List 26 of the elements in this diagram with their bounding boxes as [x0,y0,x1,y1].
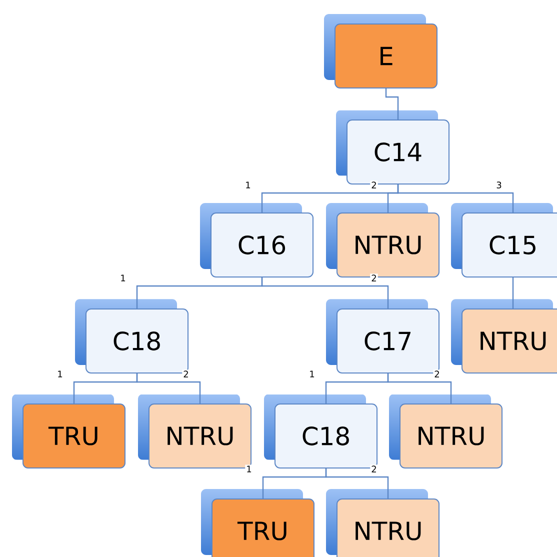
edge-label: 3 [495,180,503,190]
edge-label: 1 [308,370,316,378]
org-chart-box: C15 [462,212,557,278]
edge-label: 2 [433,370,441,378]
edge-label: 1 [56,370,64,378]
edge-label: 2 [182,370,190,378]
edge-label: 2 [370,180,378,190]
connector-line [261,278,389,308]
org-chart-box: E [334,24,438,88]
org-chart-box: NTRU [336,498,440,557]
edge-label: 2 [370,464,378,474]
edge-label: 2 [370,274,378,282]
org-chart-box: NTRU [462,308,557,374]
edge-label: 1 [245,464,253,474]
edge-label: 1 [244,180,252,190]
connector-line [325,468,389,498]
org-chart-box: TRU [212,498,314,557]
connector-line [385,88,399,120]
org-chart-box: C16 [210,212,314,278]
connector-line [397,184,514,212]
org-chart-box: NTRU [400,404,502,468]
org-chart-box: TRU [22,404,126,468]
connector-line [387,374,452,404]
connector-line [136,374,201,404]
edge-label: 1 [119,274,127,282]
connector-line [512,278,514,308]
